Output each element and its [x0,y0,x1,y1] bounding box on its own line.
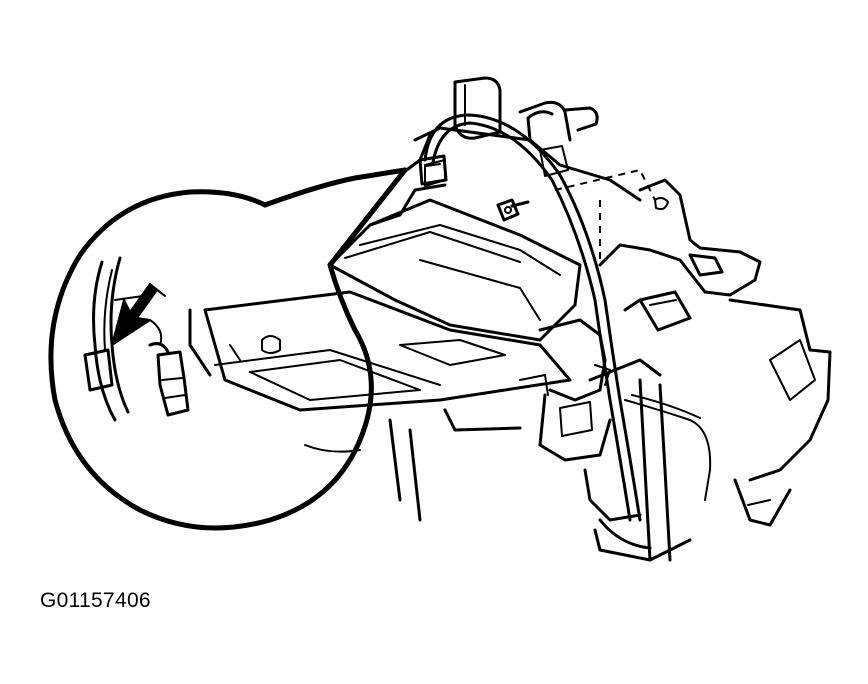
heater-unit-assembly [188,76,832,562]
detail-callout [48,167,408,531]
detail-harness [83,256,190,422]
harness-connector [418,154,448,186]
arrow-icon [111,283,166,346]
relay-connector [623,290,692,332]
wire-harness [423,113,712,522]
clamp-icon [83,348,114,392]
connector-icon [418,154,448,186]
bolt-icon [496,198,530,222]
figure-id-label: G01157406 [40,589,151,612]
